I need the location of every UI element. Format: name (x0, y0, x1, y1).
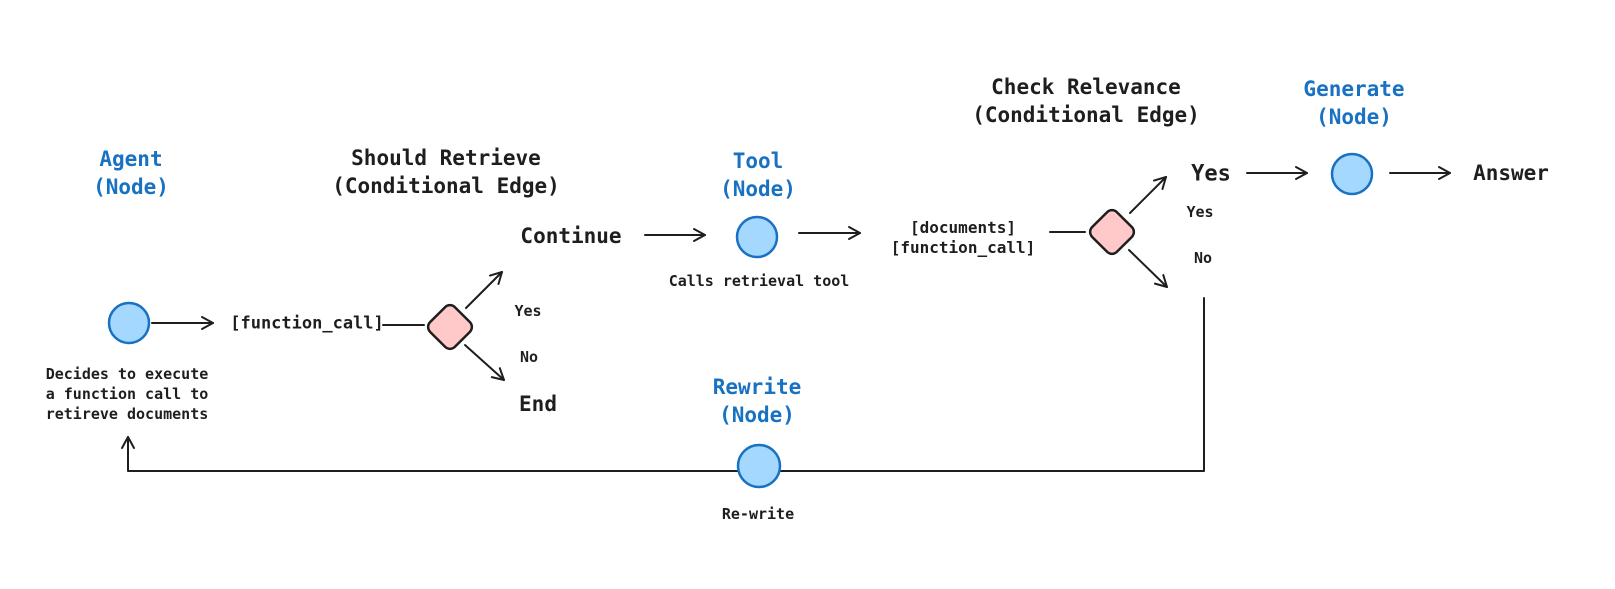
check-relevance-diamond (1088, 208, 1136, 256)
documents-state-label: [documents] [function_call] (890, 218, 1036, 257)
tool-node-circle (735, 215, 779, 259)
check-relevance-yes-label: Yes (1186, 203, 1214, 221)
rewrite-node-circle (736, 443, 782, 489)
check-relevance-no-arrow (1128, 249, 1168, 288)
tool-node-note: Calls retrieval tool (668, 272, 850, 290)
check-relevance-edge-title: Check Relevance (Conditional Edge) (972, 75, 1200, 127)
function-call-state-label: [function_call] (230, 313, 384, 334)
should-retrieve-no-label: No (519, 348, 539, 366)
agent-node-circle (107, 301, 151, 345)
generate-node-title: Generate (Node) (1303, 77, 1405, 129)
continue-result-label: Continue (520, 224, 622, 248)
should-retrieve-no-arrow (464, 344, 505, 381)
end-result-label: End (519, 392, 557, 416)
should-retrieve-yes-arrow (465, 271, 503, 309)
rewrite-loop-arrow (121, 297, 1205, 472)
rewrite-node-note: Re-write (721, 505, 795, 523)
check-relevance-no-label: No (1193, 249, 1213, 267)
rewrite-node-title: Rewrite (Node) (712, 375, 802, 427)
check-relevance-yes-result-label: Yes (1191, 161, 1231, 187)
check-relevance-yes-arrow (1129, 176, 1167, 214)
agent-node-title: Agent (Node) (93, 147, 169, 199)
answer-output-label: Answer (1473, 161, 1549, 185)
should-retrieve-yes-label: Yes (514, 302, 542, 320)
generate-node-circle (1330, 152, 1374, 196)
tool-node-title: Tool (Node) (720, 149, 796, 201)
should-retrieve-edge-title: Should Retrieve (Conditional Edge) (332, 146, 560, 198)
should-retrieve-diamond (426, 303, 474, 351)
agent-node-note: Decides to execute a function call to re… (45, 365, 209, 423)
